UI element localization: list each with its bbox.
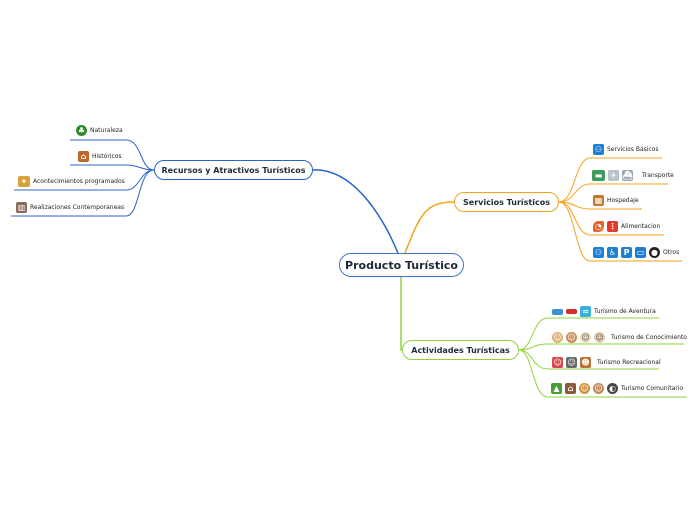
leaf-realizaciones[interactable]: ▥ Realizaciones Contemporaneas xyxy=(16,202,124,213)
accessibility-icon: ♿ xyxy=(607,247,618,258)
central-topic-label: Producto Turístico xyxy=(345,258,458,272)
leaf-recreacional[interactable]: ☺ ☺ ☻ Turismo Recreacional xyxy=(552,357,661,368)
branch-servicios[interactable]: Servicios Turísticos xyxy=(454,192,559,212)
modern-building-icon: ▥ xyxy=(16,202,27,213)
hotel-icon: ▦ xyxy=(593,195,604,206)
leaf-label: Transporte xyxy=(642,172,674,179)
airplane-icon: ✈ xyxy=(608,170,619,181)
leaf-hospedaje[interactable]: ▦ Hospedaje xyxy=(593,195,639,206)
golfer-icon: ☺ xyxy=(566,357,577,368)
graduate-icon: ☺ xyxy=(552,332,563,343)
branch-recursos[interactable]: Recursos y Atractivos Turísticos xyxy=(154,160,313,180)
leaf-aventura[interactable]: ≈ Turismo de Aventura xyxy=(552,306,656,317)
branch-actividades-label: Actividades Turísticas xyxy=(411,345,510,355)
leaf-label: Servicios Básicos xyxy=(607,146,659,153)
servicios-links xyxy=(558,157,682,262)
leaf-acontecimientos[interactable]: ✦ Acontecimientos programados xyxy=(18,176,125,187)
leaf-comunitario[interactable]: ▲ ⌂ ☺ ☺ ◐ Turismo Comunitario xyxy=(551,383,683,394)
elder-icon: ☺ xyxy=(594,332,605,343)
boat-icon xyxy=(552,308,563,315)
monitor-icon: ▭ xyxy=(635,247,646,258)
leaf-label: Naturaleza xyxy=(90,127,123,134)
actividades-links xyxy=(518,317,687,398)
leaf-label: Turismo Comunitario xyxy=(621,385,684,392)
leaf-label: Alimentacion xyxy=(621,223,661,230)
leaf-label: Históricos xyxy=(92,153,122,160)
leaf-label: Otros xyxy=(663,249,680,256)
branch-servicios-label: Servicios Turísticos xyxy=(463,197,550,207)
link-central-actividades xyxy=(400,277,402,351)
chef-icon: ☺ xyxy=(580,332,591,343)
ship-icon: ⛴ xyxy=(622,170,633,181)
leaf-label: Hospedaje xyxy=(607,197,639,204)
leaf-servicios-basicos[interactable]: ⚇ Servicios Básicos xyxy=(593,144,659,155)
leaf-transporte[interactable]: ▬ ✈ ⛴ Transporte xyxy=(592,170,674,181)
restroom-icon: ⚇ xyxy=(593,144,604,155)
leaf-alimentacion[interactable]: ◔ ⋮ Alimentacion xyxy=(593,221,660,232)
leaf-label: Acontecimientos programados xyxy=(33,178,125,185)
tree-icon: ♣ xyxy=(76,125,87,136)
canoe-icon xyxy=(566,309,577,314)
parking-icon: P xyxy=(621,247,632,258)
dancer-icon: ☺ xyxy=(552,357,563,368)
celebration-icon: ✦ xyxy=(18,176,30,187)
bus-icon: ▬ xyxy=(592,170,605,181)
camera-icon: ● xyxy=(649,247,660,258)
surf-icon: ≈ xyxy=(580,306,591,317)
branch-recursos-label: Recursos y Atractivos Turísticos xyxy=(161,165,306,175)
farmer-icon: ☺ xyxy=(579,383,590,394)
leaf-label: Turismo de Aventura xyxy=(594,308,656,315)
leaf-label: Turismo de Conocimiento xyxy=(611,334,687,341)
leaf-label: Turismo Recreacional xyxy=(597,359,661,366)
theater-mask-icon: ☻ xyxy=(580,357,591,368)
villager-icon: ☺ xyxy=(593,383,604,394)
historic-building-icon: ⌂ xyxy=(78,151,89,162)
branch-actividades[interactable]: Actividades Turísticas xyxy=(402,340,519,360)
fries-icon: ⋮ xyxy=(607,221,618,232)
link-central-recursos xyxy=(312,169,399,254)
leaf-otros[interactable]: ⚇ ♿ P ▭ ● Otros xyxy=(593,247,679,258)
hut-icon: ⌂ xyxy=(565,383,576,394)
link-central-servicios xyxy=(404,201,455,254)
recursos-links xyxy=(11,139,155,217)
central-topic[interactable]: Producto Turístico xyxy=(339,253,464,277)
leaf-label: Realizaciones Contemporaneas xyxy=(30,204,125,211)
campfire-icon: ▲ xyxy=(551,383,562,394)
pizza-icon: ◔ xyxy=(593,221,604,232)
scholar-icon: ☺ xyxy=(566,332,577,343)
leaf-conocimiento[interactable]: ☺ ☺ ☺ ☺ Turismo de Conocimiento xyxy=(552,332,687,343)
speaker-icon: ◐ xyxy=(607,383,618,394)
leaf-historicos[interactable]: ⌂ Históricos xyxy=(78,151,122,162)
restroom-icon: ⚇ xyxy=(593,247,604,258)
leaf-naturaleza[interactable]: ♣ Naturaleza xyxy=(76,125,123,136)
